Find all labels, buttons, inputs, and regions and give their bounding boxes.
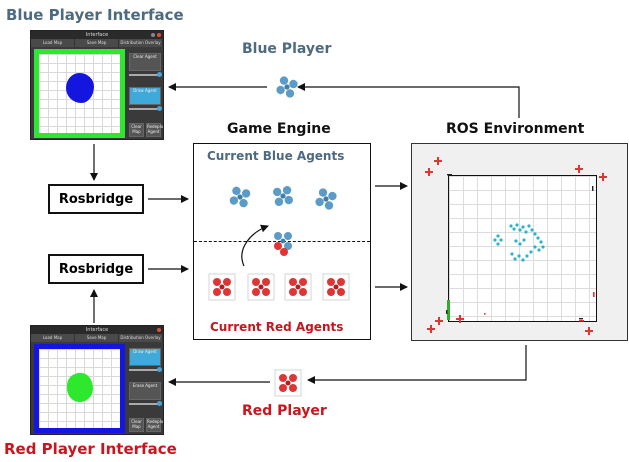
red-distribution-blob xyxy=(67,373,93,402)
blue-window-titlebar: Interface xyxy=(31,31,163,39)
menu-save-map[interactable]: Save Map xyxy=(75,39,119,47)
redeploy-agent-button[interactable]: Redeploy Agent xyxy=(146,123,163,137)
red-agent-quadcopter-icon xyxy=(247,273,275,301)
slider-handle[interactable] xyxy=(157,72,162,77)
current-blue-agents-label: Current Blue Agents xyxy=(207,149,345,163)
erase-agent-button[interactable]: Erase Agent xyxy=(129,382,161,400)
close-icon[interactable] xyxy=(157,33,161,37)
red-player-quadcopter-icon xyxy=(274,369,302,397)
ros-red-agent-markers xyxy=(425,157,607,335)
converting-agent-icon xyxy=(274,232,292,256)
blue-agent-quadcopter-icon xyxy=(228,185,252,209)
blue-agent-quadcopter-icon xyxy=(272,185,294,207)
menu-save-map[interactable]: Save Map xyxy=(75,334,119,342)
red-drawing-canvas[interactable] xyxy=(34,344,125,433)
clear-map-button[interactable]: Clear Map xyxy=(129,123,144,137)
red-window-titlebar: Interface xyxy=(31,326,163,334)
menu-load-map[interactable]: Load Map xyxy=(31,334,75,342)
menu-distribution-overlay[interactable]: Distribution Overlay xyxy=(119,334,163,342)
arrow-ros-to-red-player xyxy=(307,345,527,384)
slider-track[interactable] xyxy=(129,108,161,110)
blue-player-label: Blue Player xyxy=(242,41,332,57)
red-player-label: Red Player xyxy=(242,403,327,419)
slider-handle[interactable] xyxy=(157,106,162,111)
slider-handle[interactable] xyxy=(157,367,162,372)
red-agent-quadcopter-icon xyxy=(284,273,312,301)
menu-load-map[interactable]: Load Map xyxy=(31,39,75,47)
clear-map-button[interactable]: Clear Map xyxy=(129,418,144,432)
red-agent-quadcopter-icon xyxy=(208,273,236,301)
ros-map-grid xyxy=(448,175,597,322)
rosbridge-box-bottom: Rosbridge xyxy=(48,254,144,284)
menu-distribution-overlay[interactable]: Distribution Overlay xyxy=(119,39,163,47)
minimize-icon[interactable] xyxy=(151,33,155,37)
slider-track[interactable] xyxy=(129,74,161,76)
red-menubar: Load Map Save Map Distribution Overlay xyxy=(31,334,163,342)
red-agent-quadcopter-icon xyxy=(322,273,350,301)
redeploy-agent-button[interactable]: Redeploy Agent xyxy=(146,418,163,432)
red-interface-window: Interface Load Map Save Map Distribution… xyxy=(30,325,164,435)
blue-window-title: Interface xyxy=(85,32,109,38)
clear-agent-button[interactable]: Clear Agent xyxy=(129,53,161,71)
close-icon[interactable] xyxy=(157,328,161,332)
rosbridge-box-top: Rosbridge xyxy=(48,184,144,214)
ros-blue-agent-cluster xyxy=(493,223,545,262)
slider-track[interactable] xyxy=(129,403,161,405)
blue-interface-title: Blue Player Interface xyxy=(6,6,184,24)
draw-agent-button[interactable]: Draw Agent xyxy=(129,87,161,105)
blue-interface-window: Interface Load Map Save Map Distribution… xyxy=(30,30,164,140)
blue-agent-quadcopter-icon xyxy=(314,187,338,211)
slider-track[interactable] xyxy=(129,369,161,371)
ros-environment-panel xyxy=(411,143,628,341)
red-interface-title: Red Player Interface xyxy=(4,440,177,458)
draw-agent-button[interactable]: Draw Agent xyxy=(129,348,161,366)
red-window-title: Interface xyxy=(85,327,109,333)
ros-environment-title: ROS Environment xyxy=(446,121,585,137)
blue-drawing-canvas[interactable] xyxy=(34,49,125,138)
origin-axis-y xyxy=(447,300,450,320)
blue-player-quadcopter-icon xyxy=(275,75,299,99)
arrow-red-to-blue-conversion xyxy=(241,224,269,267)
blue-menubar: Load Map Save Map Distribution Overlay xyxy=(31,39,163,47)
blue-distribution-blob xyxy=(66,73,94,103)
current-red-agents-label: Current Red Agents xyxy=(210,320,344,334)
arrow-ros-to-blue-player xyxy=(297,83,520,118)
game-engine-title: Game Engine xyxy=(227,121,331,137)
slider-handle[interactable] xyxy=(157,401,162,406)
ros-obstacle-markers xyxy=(446,174,594,320)
